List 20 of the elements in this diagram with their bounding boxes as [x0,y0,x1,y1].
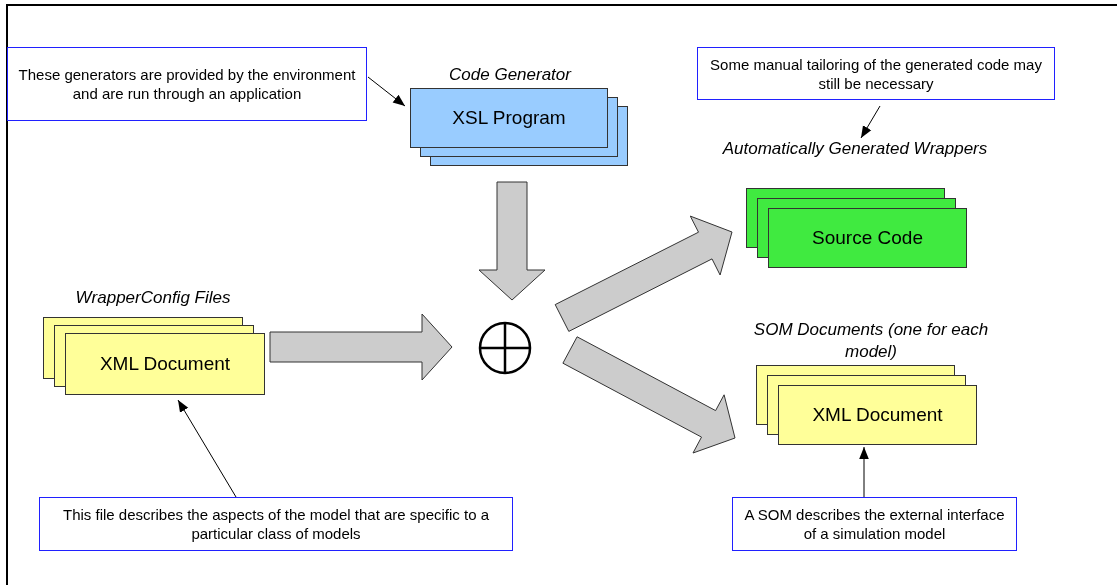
group-heading: Code Generator [448,64,573,86]
document-label: XML Document [99,351,231,376]
group-heading: SOM Documents (one for each model) [752,319,990,363]
block-arrow [269,313,453,381]
arrow [859,446,869,498]
block-arrow [562,336,736,454]
note-box: These generators are provided by the environment and are run through an application [7,47,367,121]
note-box: A SOM describes the external interface of a simulation model [732,497,1017,551]
group-heading: WrapperConfig Files [74,287,232,309]
document-label: XSL Program [452,105,566,130]
document-label: Source Code [812,225,923,250]
note-box: Some manual tailoring of the generated code may still be necessary [697,47,1055,100]
document-label: XML Document [812,402,943,427]
arrow [367,76,406,107]
note-box: This file describes the aspects of the model that are specific to a particular class of models [39,497,513,551]
arrow [860,105,881,139]
block-arrow [554,215,733,332]
group-heading: Automatically Generated Wrappers [722,138,988,160]
arrow [177,399,237,498]
block-arrow [478,181,546,301]
